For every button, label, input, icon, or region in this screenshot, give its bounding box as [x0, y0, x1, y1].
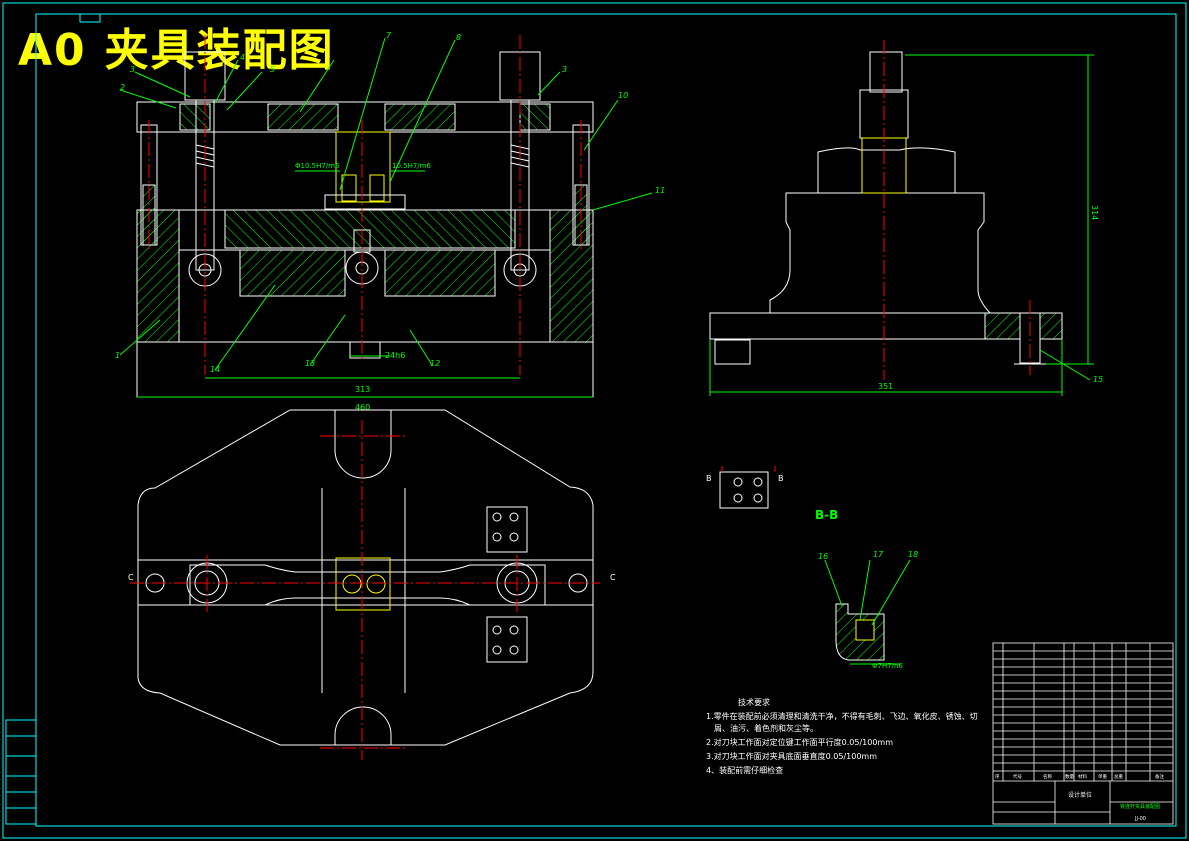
- side-dimensions: [709, 54, 1094, 396]
- bom-col-code: 代号: [1013, 773, 1022, 780]
- note-3: 3.对刀块工作面对夹具底面垂直度0.05/100mm: [706, 751, 877, 761]
- sheet-size: A0: [18, 25, 87, 76]
- side-centerlines: [883, 40, 1031, 380]
- dim-overall: 460: [355, 403, 370, 412]
- setting-block-detail: [719, 466, 776, 509]
- cut-mark-b-right: B: [778, 474, 784, 483]
- note-4: 4、装配前需仔细检查: [706, 765, 783, 775]
- technical-notes: 技术要求 1.零件在装配前必须清理和清洗干净，不得有毛刺、飞边、氧化皮、锈蚀、切…: [706, 697, 978, 775]
- balloon-16: 16: [818, 552, 828, 561]
- top-cut-marks: C C: [128, 573, 616, 582]
- note-1b: 屑、油污、着色剂和灰尘等。: [714, 723, 818, 733]
- bom-header: 序 代号 名称 数量 材料 单重 总重 备注: [995, 773, 1164, 780]
- drawing-name: 铣连杆夹具装配图: [1120, 803, 1160, 810]
- bom-col-material: 材料: [1078, 773, 1087, 780]
- balloon-5: 5: [270, 65, 275, 74]
- title-block: [992, 642, 1174, 825]
- front-dimensions: [119, 37, 653, 398]
- balloon-7: 7: [386, 31, 392, 40]
- section-label: B-B: [815, 508, 838, 522]
- detail-cut-marks: B B: [706, 474, 784, 483]
- balloon-1: 1: [115, 351, 120, 360]
- inner-block-left: [239, 249, 346, 297]
- dim-side-width: 351: [878, 382, 893, 391]
- side-view: [709, 51, 1063, 365]
- side-dim-labels: 314 351 15: [878, 205, 1103, 391]
- note-2: 2.对刀块工作面对定位键工作面平行度0.05/100mm: [706, 737, 893, 747]
- dim-bolt-right: 10.5H7/m6: [392, 162, 431, 170]
- top-notch-top: [334, 410, 392, 479]
- front-centerlines: [148, 35, 582, 375]
- balloon-18: 18: [908, 550, 918, 559]
- bom-col-name: 名称: [1043, 773, 1052, 780]
- section-view: [835, 603, 885, 661]
- drawing-number: JJ-00: [1134, 816, 1146, 822]
- front-dim-labels: 313 460 24h6 Φ10.5H7/m6 10.5H7/m6: [295, 162, 431, 412]
- balloon-3a: 3: [130, 65, 135, 74]
- cut-mark-c-left: C: [128, 573, 134, 582]
- cut-mark-b-left: B: [706, 474, 712, 483]
- top-plate-outline: [137, 409, 594, 746]
- dim-width: 313: [355, 385, 370, 394]
- balloon-11: 11: [655, 186, 665, 195]
- drawing-title: A0 夹具装配图: [18, 14, 335, 78]
- bom-col-no: 序: [995, 773, 1000, 780]
- front-balloons: 3 2 4 5 7 8 3 10 11 1 14 13 12: [115, 31, 665, 374]
- frame-tab: [79, 13, 101, 23]
- balloon-12: 12: [430, 359, 440, 368]
- title-block-text: 设计单位 铣连杆夹具装配图 JJ-00: [1068, 791, 1160, 822]
- dim-height: 314: [1090, 205, 1099, 220]
- section-leaders: [824, 559, 911, 665]
- balloon-2: 2: [120, 83, 125, 92]
- note-1: 1.零件在装配前必须清理和清洗干净，不得有毛刺、飞边、氧化皮、锈蚀、切: [706, 711, 978, 721]
- title-text: 夹具装配图: [104, 25, 335, 76]
- setting-block-upper: [486, 506, 528, 553]
- section-pin: [855, 619, 875, 641]
- section-labels: 16 17 18 Φ7H7/n6: [818, 550, 918, 670]
- inner-frame: [35, 13, 1177, 827]
- side-nut-top: [869, 51, 903, 93]
- balloon-13: 13: [305, 359, 315, 368]
- setting-block-lower: [486, 616, 528, 663]
- detail-block: [719, 471, 769, 509]
- workpiece-clamp: [335, 131, 391, 203]
- right-bolt: [510, 99, 530, 271]
- top-centerlines: [130, 420, 600, 760]
- clamp-hatch-edge-right: [519, 103, 551, 131]
- side-body: [710, 192, 1062, 314]
- notes-heading: 技术要求: [738, 697, 770, 707]
- balloon-8: 8: [456, 33, 461, 42]
- linkage-bar: [189, 564, 546, 606]
- front-view: [136, 51, 594, 398]
- bom-col-unit-weight: 单重: [1098, 773, 1107, 780]
- top-notch-bottom: [334, 706, 392, 745]
- company-name: 设计单位: [1068, 791, 1092, 799]
- balloon-3b: 3: [562, 65, 567, 74]
- section-fit: Φ7H7/n6: [872, 662, 903, 670]
- dim-bolt-left: Φ10.5H7/m6: [295, 162, 340, 170]
- left-bolt: [195, 99, 215, 271]
- top-center-clamp: [335, 557, 391, 611]
- inner-block-right: [384, 249, 496, 297]
- bom-col-remark: 备注: [1155, 773, 1164, 780]
- balloon-14: 14: [210, 365, 220, 374]
- left-margin-block: [5, 719, 37, 825]
- side-upper: [817, 147, 956, 193]
- clamp-hatch-left: [267, 103, 339, 131]
- bom-col-qty: 数量: [1065, 773, 1074, 780]
- balloon-10: 10: [618, 91, 628, 100]
- bom-col-total-weight: 总重: [1114, 773, 1123, 780]
- dim-fit: 24h6: [385, 351, 405, 360]
- top-view: [137, 409, 594, 746]
- balloon-4: 4: [240, 53, 245, 62]
- balloon-15: 15: [1093, 375, 1103, 384]
- cut-mark-c-right: C: [610, 573, 616, 582]
- balloon-17: 17: [873, 550, 884, 559]
